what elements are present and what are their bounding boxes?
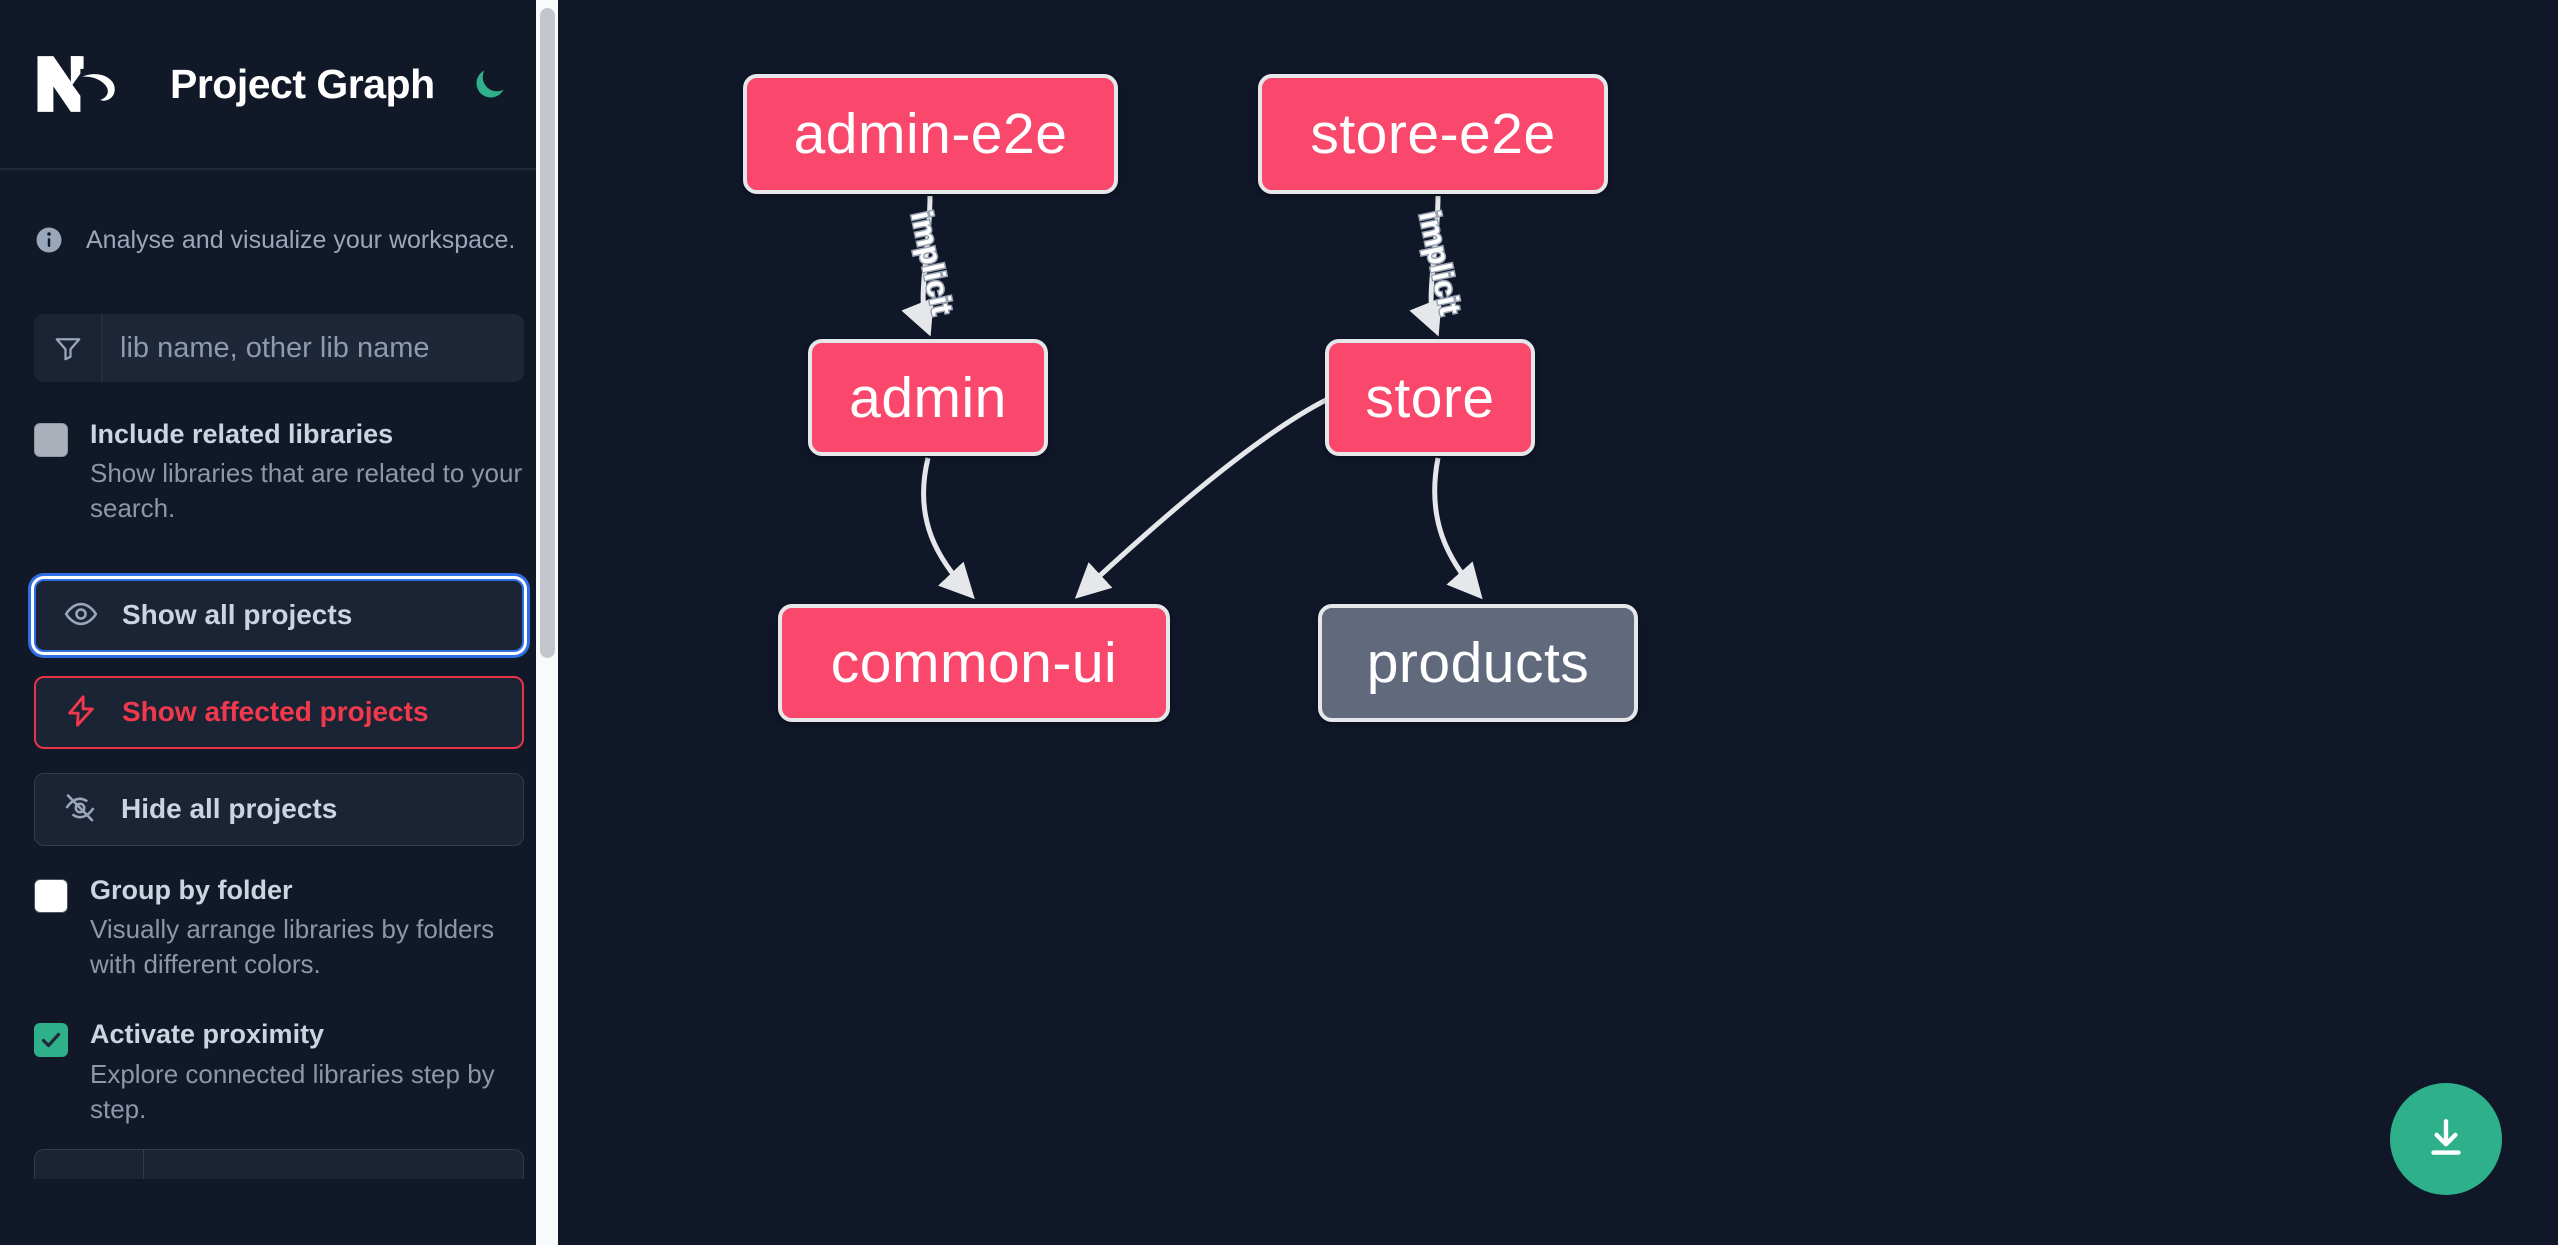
graph-node-products[interactable]: products [1318, 604, 1638, 722]
graph-edges: implicit implicit [901, 195, 1483, 600]
edge-admin-e2e-admin [901, 195, 934, 337]
nx-logo-icon [34, 53, 130, 115]
search-input[interactable] [102, 314, 524, 382]
edge-label-admin-e2e-admin: implicit [903, 207, 960, 320]
graph-node-admin-e2e[interactable]: admin-e2e [743, 74, 1118, 194]
activate-proximity-label: Activate proximity [90, 1019, 325, 1050]
activate-proximity-description: Explore connected libraries step by step… [90, 1058, 495, 1124]
graph-node-products-label: products [1366, 631, 1590, 695]
graph-node-store-e2e[interactable]: store-e2e [1258, 74, 1608, 194]
page-title: Project Graph [170, 60, 435, 107]
svg-text:implicit: implicit [904, 208, 958, 318]
checkbox-row-include-related-libraries[interactable]: Include related libraries Show libraries… [0, 418, 558, 527]
filter-funnel-icon[interactable] [34, 314, 102, 382]
hide-all-projects-label: Hide all projects [121, 793, 338, 825]
workspace-info: Analyse and visualize your workspace. [0, 170, 558, 262]
sidebar-scrollbar-thumb[interactable] [540, 8, 555, 658]
info-circle-icon [34, 225, 64, 255]
graph-node-store-label: store [1365, 365, 1495, 430]
graph-canvas[interactable]: implicit implicit admin-e2e store-e2e ad… [558, 0, 2558, 1245]
edge-label-store-e2e-store: implicit [1411, 207, 1468, 320]
search-field-wrapper [34, 314, 524, 382]
edge-admin-common-ui [921, 457, 975, 600]
include-related-libraries-label: Include related libraries [90, 419, 394, 449]
sidebar-next-control-peek[interactable] [34, 1148, 524, 1179]
graph-node-admin-e2e-label: admin-e2e [793, 102, 1068, 166]
show-all-projects-button[interactable]: Show all projects [34, 578, 524, 652]
hide-all-projects-button[interactable]: Hide all projects [34, 772, 524, 846]
svg-text:implicit: implicit [1412, 208, 1466, 318]
group-by-folder-checkbox[interactable] [34, 878, 68, 913]
activate-proximity-checkbox[interactable] [34, 1023, 68, 1058]
graph-node-store-e2e-label: store-e2e [1310, 102, 1556, 166]
workspace-info-text: Analyse and visualize your workspace. [86, 225, 516, 254]
edge-store-e2e-store [1409, 195, 1442, 337]
include-related-libraries-description: Show libraries that are related to your … [90, 458, 523, 524]
moon-icon[interactable] [467, 61, 513, 107]
graph-node-store[interactable]: store [1325, 339, 1535, 456]
checkbox-row-activate-proximity[interactable]: Activate proximity Explore connected lib… [0, 1018, 558, 1127]
graph-node-admin-label: admin [849, 365, 1007, 430]
show-affected-projects-button[interactable]: Show affected projects [34, 675, 524, 749]
graph-node-common-ui[interactable]: common-ui [778, 604, 1170, 722]
graph-node-admin[interactable]: admin [808, 339, 1048, 456]
eye-off-icon [63, 791, 97, 828]
project-visibility-buttons: Show all projects Show affected projects [0, 578, 558, 846]
download-icon [2421, 1113, 2471, 1166]
eye-icon [64, 597, 98, 634]
graph-node-common-ui-label: common-ui [830, 631, 1118, 695]
include-related-libraries-checkbox[interactable] [34, 423, 68, 457]
show-all-projects-label: Show all projects [122, 599, 353, 631]
lightning-bolt-icon [64, 694, 98, 731]
group-by-folder-description: Visually arrange libraries by folders wi… [90, 913, 495, 980]
edge-store-products [1432, 457, 1483, 600]
sidebar-scrollbar[interactable] [536, 0, 558, 1245]
edge-store-common-ui [1074, 397, 1328, 599]
checkbox-row-group-by-folder[interactable]: Group by folder Visually arrange librari… [0, 874, 558, 983]
sidebar: Project Graph Analyse and visualize yo [0, 0, 558, 1245]
download-graph-button[interactable] [2390, 1083, 2502, 1195]
sidebar-header: Project Graph [0, 0, 558, 170]
show-affected-projects-label: Show affected projects [122, 696, 429, 728]
group-by-folder-label: Group by folder [90, 874, 293, 905]
